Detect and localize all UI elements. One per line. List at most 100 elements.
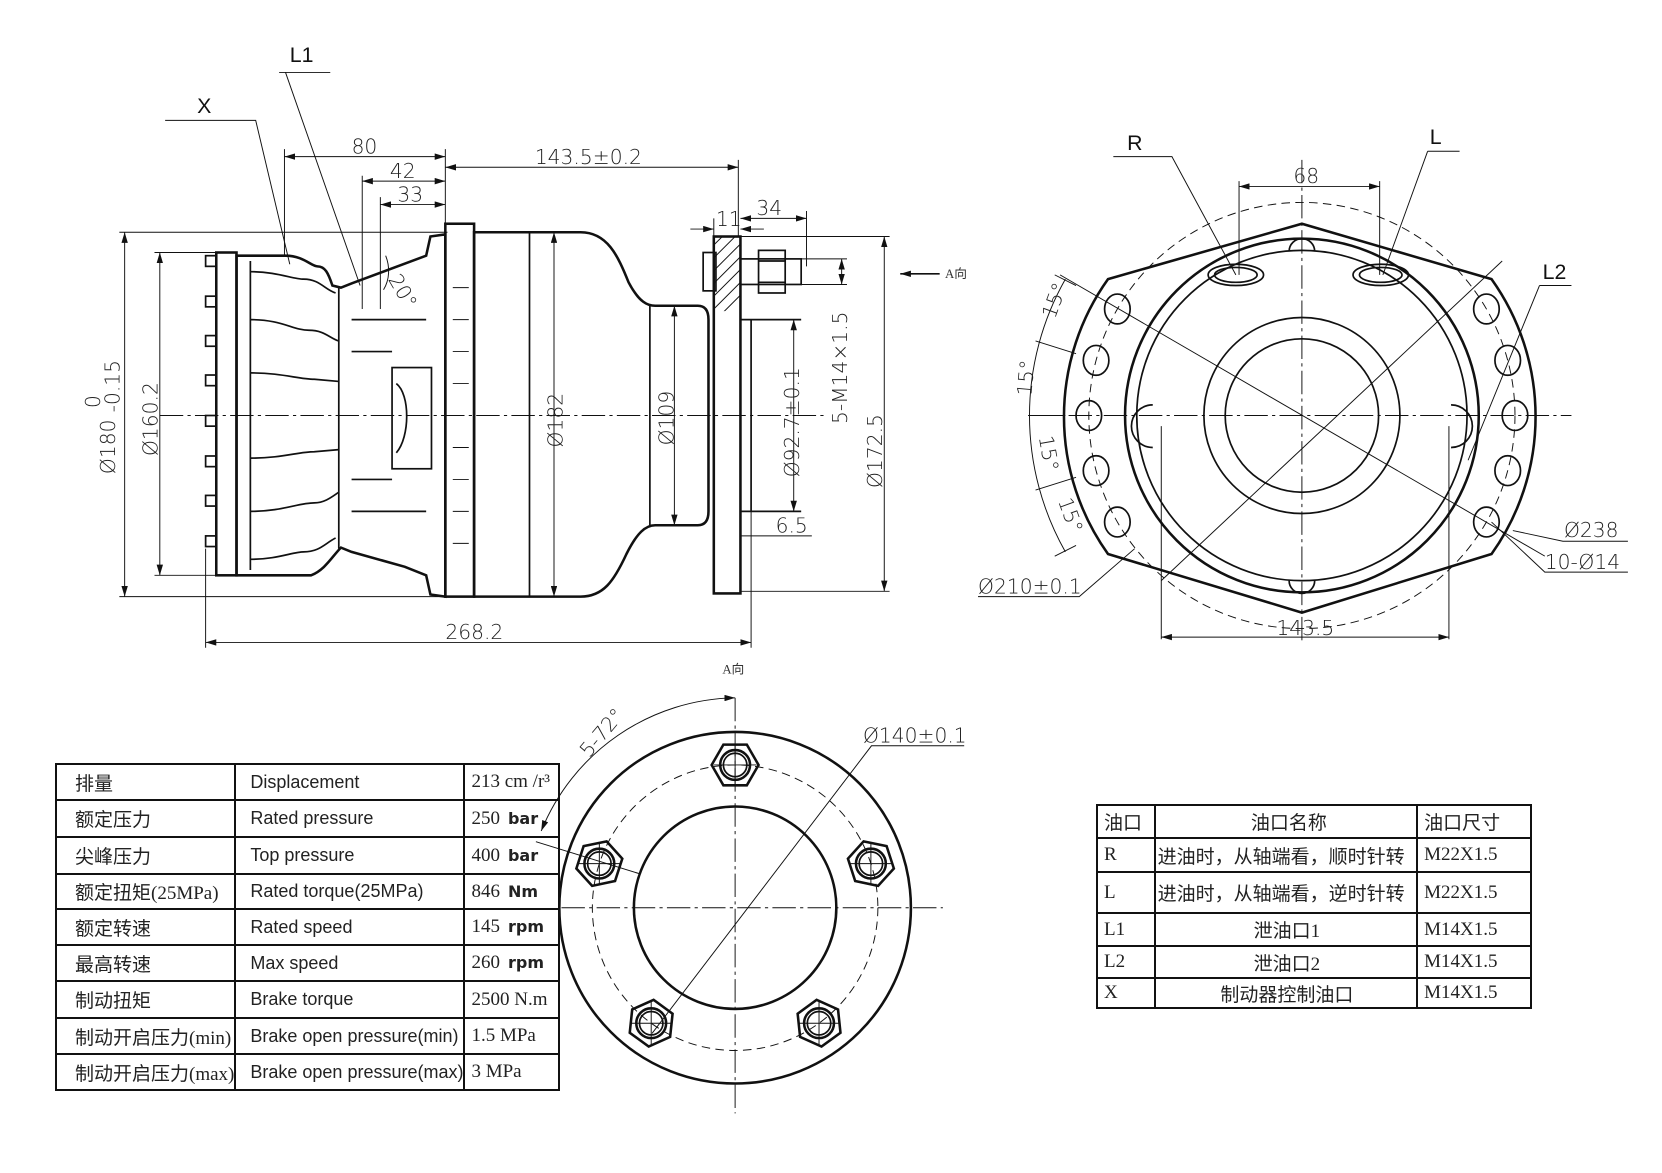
port-name: 泄油口2 <box>1153 945 1419 979</box>
spec-en: Displacement <box>234 763 466 801</box>
spec-value: 260 <box>471 952 500 973</box>
mounting-hole <box>1494 454 1522 487</box>
wheel-stud-bolt <box>702 249 803 294</box>
mounting-hole <box>1075 399 1103 432</box>
mounting-hole <box>1103 506 1132 538</box>
leader-l2-label: L2 <box>1543 260 1567 284</box>
dim-dia-182: Ø182 <box>544 393 568 448</box>
spec-cn: 制动开启压力(min) <box>54 1017 237 1055</box>
angle-15-3: 15° <box>1034 434 1064 473</box>
dim-268-2: 268.2 <box>445 620 503 644</box>
wheel-nut <box>710 743 761 787</box>
spec-unit: rpm <box>507 953 544 972</box>
spec-value-cell: 2500 N.m <box>463 980 560 1019</box>
spec-en: Rated torque(25MPa) <box>234 873 466 910</box>
spec-cn: 尖峰压力 <box>54 836 237 875</box>
spec-value: 145 <box>471 916 500 937</box>
dim-dia-160: Ø160.2 <box>139 382 163 456</box>
header-size: 油口尺寸 <box>1416 804 1532 839</box>
header-name: 油口名称 <box>1153 804 1419 839</box>
flange-bore <box>632 805 838 1011</box>
front-view: 68 143.5 R L L2 15° 15° 15° 15° Ø238 10-… <box>978 125 1628 645</box>
spec-value-cell: 250 bar <box>463 799 560 838</box>
spec-value: 2500 N.m <box>471 988 548 1010</box>
spec-cn: 额定压力 <box>54 799 237 838</box>
dim-6-5: 6.5 <box>776 514 808 538</box>
leader-r-label: R <box>1127 131 1142 155</box>
spec-row: 制动开启压力(max)Brake open pressure(max)3 MPa <box>54 1053 560 1091</box>
mounting-flange <box>444 222 476 598</box>
spec-unit: rpm <box>507 917 544 936</box>
dim-dia-172-5: Ø172.5 <box>863 414 887 488</box>
spec-cn: 制动开启压力(max) <box>54 1053 237 1091</box>
bolt-circle <box>1088 201 1516 630</box>
dim-dia-140: Ø140±0.1 <box>863 724 967 748</box>
dim-dia-109: Ø109 <box>654 391 678 446</box>
dim-dia-180-tol-lower: -0.15 <box>100 360 124 412</box>
flange-outline <box>1062 222 1537 614</box>
leader-x-label: X <box>197 94 211 118</box>
port-size: M14X1.5 <box>1416 945 1532 979</box>
port-size: M22X1.5 <box>1416 837 1532 873</box>
spec-value: 213 cm /r³ <box>471 771 550 792</box>
spec-unit: bar <box>507 845 539 865</box>
port-size: M22X1.5 <box>1416 871 1532 914</box>
port-r <box>1207 263 1265 287</box>
angle-5-72: 5-72° <box>575 703 629 761</box>
port-name: 制动器控制油口 <box>1153 977 1419 1009</box>
angle-15-2: 15° <box>1012 359 1039 397</box>
view-a: A向 5-72° Ø140±0.1 <box>535 661 967 1114</box>
dim-dia-92-7: Ø92.7±0.1 <box>780 367 804 477</box>
spec-value: 1.5 MPa <box>471 1025 536 1046</box>
spec-value-cell: 213 cm /r³ <box>463 763 560 801</box>
dim-dia-210: Ø210±0.1 <box>978 574 1082 598</box>
spec-value: 250 <box>471 807 500 829</box>
dim-143-5-front: 143.5 <box>1276 616 1334 640</box>
spec-value-cell: 1.5 MPa <box>463 1017 560 1055</box>
spec-en: Rated pressure <box>234 799 466 838</box>
spec-cn: 制动扭矩 <box>54 980 237 1019</box>
dim-dia-180: Ø180 <box>96 420 120 475</box>
mounting-holes <box>1075 293 1529 538</box>
view-a-arrow-label: A向 <box>945 266 967 281</box>
port-name: 泄油口1 <box>1153 912 1419 947</box>
end-cover-plate <box>214 251 238 577</box>
angle-15-1: 15° <box>1037 279 1072 321</box>
dim-34: 34 <box>756 196 782 220</box>
dim-80: 80 <box>352 134 378 158</box>
flange-outer <box>558 730 913 1085</box>
spec-unit: bar <box>507 808 539 828</box>
dim-thread: 5-M14×1.5 <box>828 312 852 425</box>
motor-body <box>472 230 710 598</box>
port-l <box>1352 263 1410 287</box>
leader-l-label: L <box>1430 125 1442 149</box>
spec-row: 制动开启压力(min)Brake open pressure(min)1.5 M… <box>54 1017 560 1055</box>
dim-dia-180-tol-upper: 0 <box>81 395 105 408</box>
ports-header-row: 油口 油口名称 油口尺寸 <box>1096 804 1532 839</box>
spec-en: Brake torque <box>234 980 466 1019</box>
port-id: L2 <box>1096 945 1156 979</box>
spec-value: 3 MPa <box>471 1061 522 1082</box>
spec-value: 400 <box>471 844 500 866</box>
angle-20: 20° <box>383 270 422 313</box>
spec-value-cell: 3 MPa <box>463 1053 560 1091</box>
leader-l1-label: L1 <box>290 43 314 67</box>
port-id: L1 <box>1096 912 1156 947</box>
mounting-hole <box>1494 344 1522 377</box>
wheel-nut <box>846 839 896 888</box>
view-a-title: A向 <box>722 661 744 676</box>
brake-housing <box>235 232 447 599</box>
spec-en: Max speed <box>234 944 466 982</box>
dim-143-5: 143.5±0.2 <box>535 145 642 169</box>
end-cover-bolts <box>204 254 218 548</box>
port-size: M14X1.5 <box>1416 912 1532 947</box>
wheel-nut <box>574 839 624 888</box>
spec-en: Rated speed <box>234 908 466 946</box>
